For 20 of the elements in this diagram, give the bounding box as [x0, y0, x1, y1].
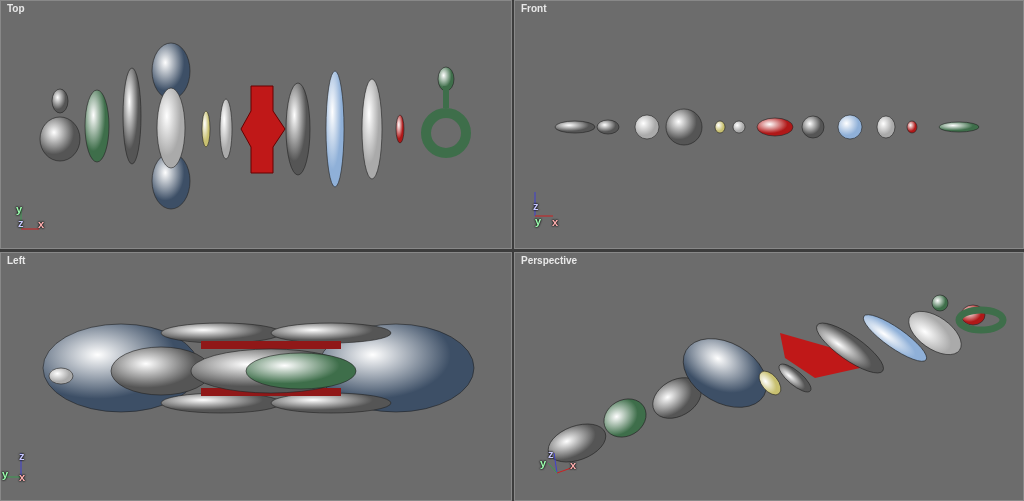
- viewport-title: Perspective: [521, 255, 578, 266]
- axis-label: x: [552, 217, 559, 228]
- viewport-panel: [0, 252, 512, 501]
- viewport-panel: [514, 0, 1024, 249]
- viewport-title: Left: [7, 255, 26, 266]
- axis-label: y: [540, 458, 547, 469]
- axis-label: z: [18, 218, 24, 229]
- axis-label: x: [19, 472, 26, 483]
- axis-label: z: [19, 451, 25, 462]
- axis-label: z: [548, 449, 554, 460]
- axis-label: x: [38, 219, 45, 230]
- axis-label: y: [16, 204, 23, 215]
- viewport-title: Front: [521, 3, 547, 14]
- axis-label: y: [2, 469, 9, 480]
- axis-label: x: [570, 460, 577, 471]
- axis-label: z: [533, 201, 539, 212]
- viewport-panel: [514, 252, 1024, 501]
- viewport-panel: [0, 0, 512, 249]
- viewport-title: Top: [7, 3, 25, 14]
- axis-label: y: [535, 216, 542, 227]
